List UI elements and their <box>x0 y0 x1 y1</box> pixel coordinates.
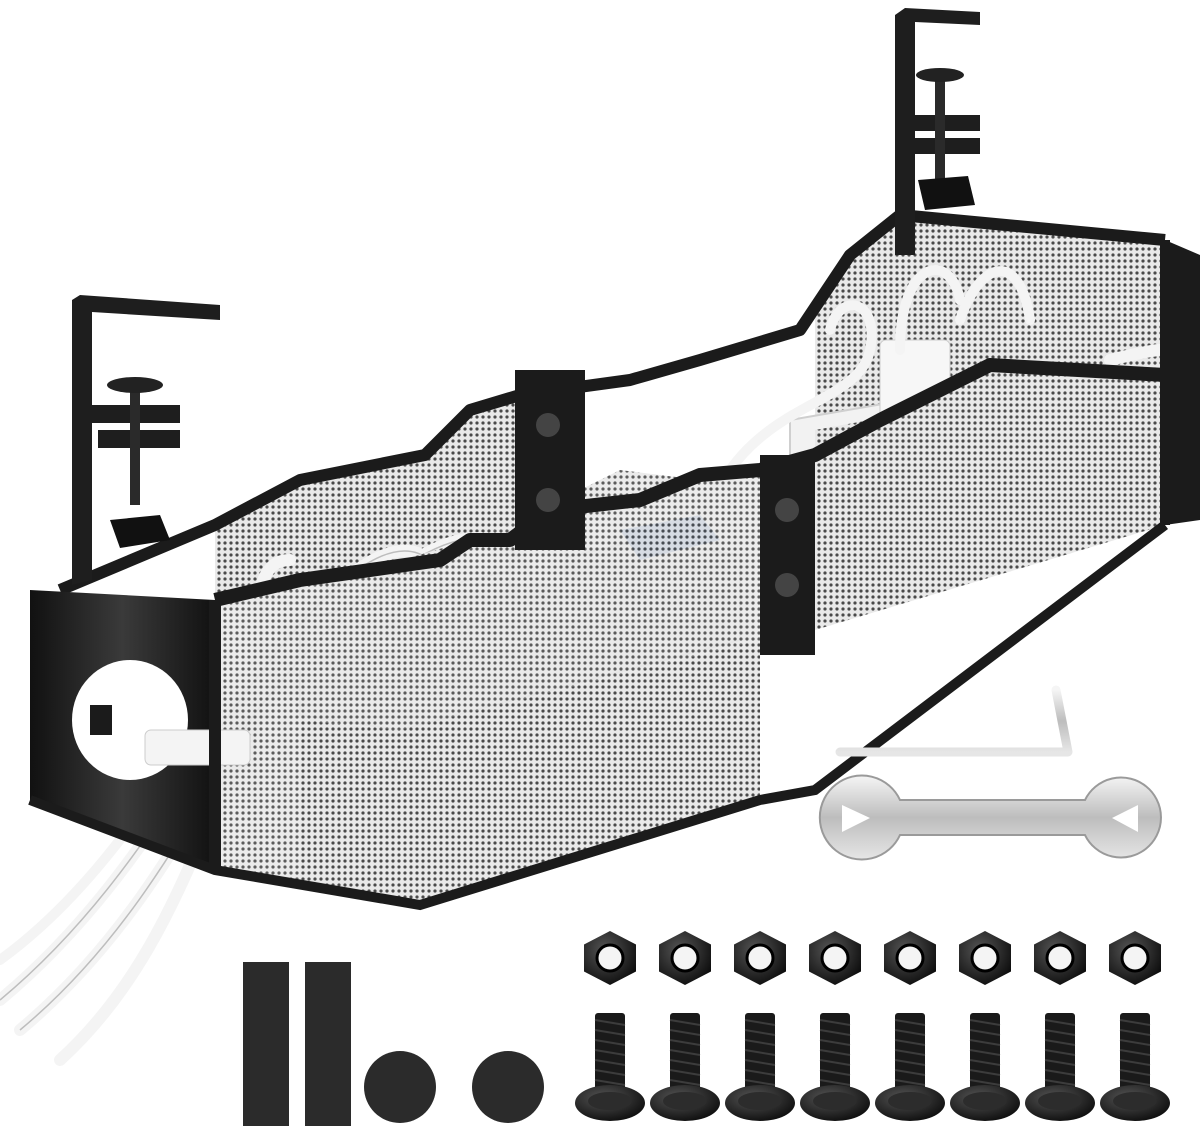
bolt-icon <box>950 1013 1020 1121</box>
bolt-icon <box>575 1013 645 1121</box>
adhesive-dot-icon <box>364 1051 436 1123</box>
hex-nut-icon <box>1034 931 1086 985</box>
adhesive-pads <box>243 962 544 1126</box>
tray-front-wall-left <box>215 470 760 885</box>
bolt-icon <box>725 1013 795 1121</box>
hex-nut-icon <box>884 931 936 985</box>
cable-tray <box>0 209 1200 1066</box>
bolt-icon <box>1100 1013 1170 1121</box>
wrench-icon <box>818 774 1162 861</box>
bolts-row <box>575 1013 1170 1121</box>
joint-bracket-back <box>515 370 585 550</box>
hex-nut-icon <box>659 931 711 985</box>
tray-front-mesh-left <box>300 640 760 905</box>
bolt-icon <box>650 1013 720 1121</box>
tray-end-panel-right <box>1165 240 1200 525</box>
bolt-icon <box>800 1013 870 1121</box>
clamp-icon <box>895 8 980 255</box>
tray-back-wall-left <box>215 395 520 600</box>
adhesive-strip-icon <box>243 962 289 1126</box>
bolt-icon <box>875 1013 945 1121</box>
hex-nut-icon <box>959 931 1011 985</box>
tray-front-mesh-right <box>815 370 1165 630</box>
allen-key-icon <box>835 685 1073 757</box>
bolt-icon <box>1025 1013 1095 1121</box>
adhesive-strip-icon <box>305 962 351 1126</box>
adhesive-dot-icon <box>472 1051 544 1123</box>
hex-nut-icon <box>584 931 636 985</box>
hex-nuts-row <box>584 931 1161 985</box>
clamp-icon <box>72 295 220 585</box>
hex-nut-icon <box>809 931 861 985</box>
joint-bracket-front <box>760 455 815 655</box>
hex-nut-icon <box>734 931 786 985</box>
hex-nut-icon <box>1109 931 1161 985</box>
